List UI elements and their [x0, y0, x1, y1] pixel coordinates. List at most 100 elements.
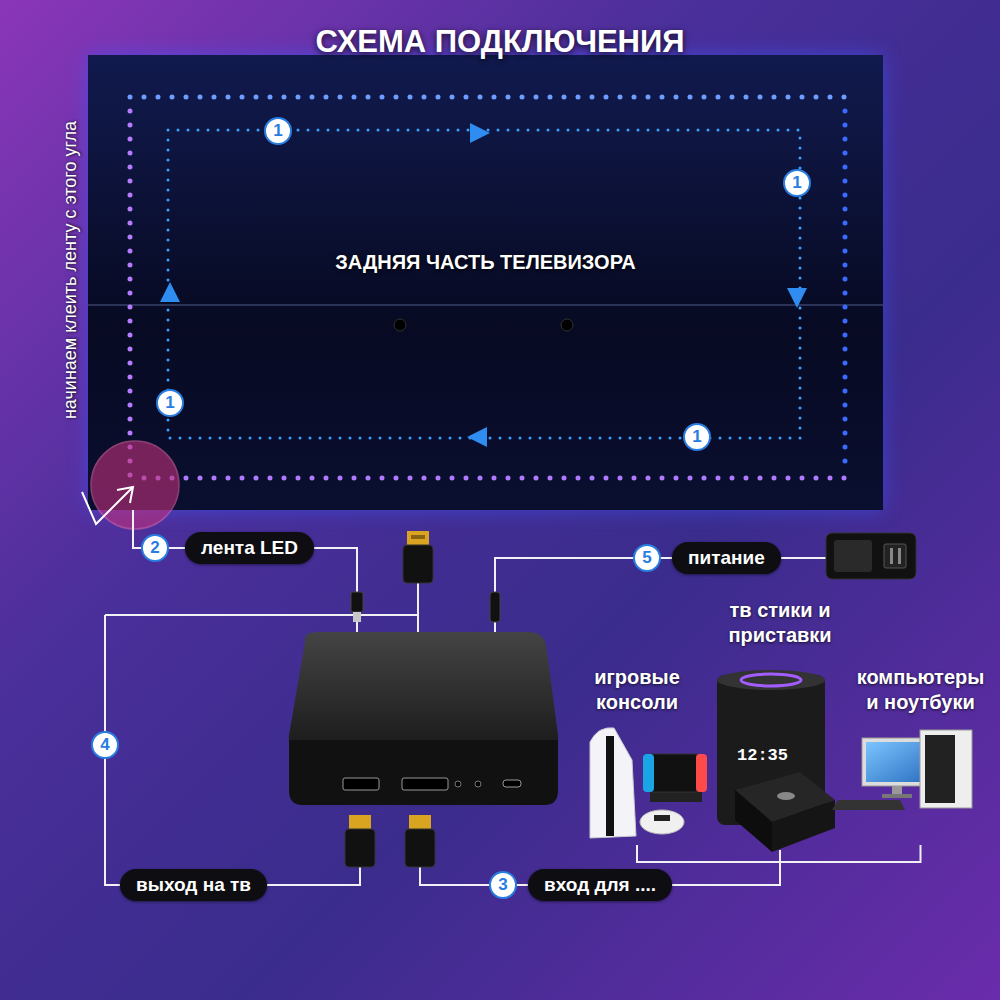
- power-adapter: [890, 548, 893, 564]
- tv-back: [561, 319, 573, 331]
- game-consoles: [654, 815, 670, 821]
- connector-plug: [349, 815, 371, 829]
- cable: [494, 622, 496, 632]
- cable: [105, 614, 418, 616]
- power-adapter: [826, 533, 916, 579]
- computer: [920, 730, 972, 808]
- computer: [925, 735, 955, 803]
- label-pill: вход для ....: [528, 869, 672, 901]
- tv-sticks: [717, 670, 835, 852]
- label-pill: питание: [672, 542, 781, 574]
- computer: [892, 786, 902, 794]
- tv-sticks: [717, 670, 825, 690]
- path-guide: [470, 123, 490, 143]
- tv-back: [88, 55, 883, 510]
- game-consoles: [643, 754, 654, 792]
- callout-number: 2: [141, 534, 169, 562]
- path-guide: [168, 130, 800, 438]
- connector-plug: [409, 815, 431, 829]
- connector-plug: [407, 531, 429, 545]
- hdmi-box: [289, 632, 559, 805]
- game-consoles: [652, 754, 697, 792]
- tv-back: [88, 55, 883, 510]
- led-strip: [126, 111, 135, 478]
- led-strip: [130, 93, 848, 102]
- connector-plug: [490, 592, 500, 622]
- device-group: компьютеры и ноутбуки: [848, 665, 993, 845]
- power-adapter: [884, 544, 906, 568]
- tv-back: [394, 319, 406, 331]
- game-consoles: [606, 736, 614, 836]
- callout-number: 1: [783, 169, 811, 197]
- callout-number: 1: [683, 423, 711, 451]
- connector-plug: [411, 535, 425, 539]
- hdmi-box: [402, 778, 448, 790]
- start-corner: [82, 441, 179, 529]
- label-pill: лента LED: [185, 532, 314, 564]
- node-text: ЗАДНЯЯ ЧАСТЬ ТЕЛЕВИЗОРА: [335, 251, 635, 274]
- connector-plug: [351, 592, 363, 612]
- path-guide: [787, 288, 807, 308]
- diagram-title: СХЕМА ПОДКЛЮЧЕНИЯ: [0, 24, 1000, 60]
- hdmi-box: [455, 781, 461, 787]
- power-adapter: [898, 548, 901, 564]
- device-group: тв стики и приставки: [710, 598, 850, 850]
- computer: [882, 794, 912, 798]
- game-consoles: [696, 754, 707, 792]
- node-text: выход на тв: [136, 874, 251, 896]
- led-strip: [843, 111, 848, 464]
- led-strip: [144, 474, 848, 483]
- game-consoles: [640, 810, 684, 834]
- cable: [495, 558, 690, 592]
- led-strip: [130, 95, 848, 100]
- hdmi-box: [289, 632, 559, 745]
- clock-display: 12:35: [737, 746, 788, 765]
- node-text: компьютеры и ноутбуки: [848, 665, 993, 715]
- connector-plug: [403, 545, 433, 583]
- hdmi-box: [503, 780, 521, 787]
- connector-plug: [345, 829, 375, 867]
- power-adapter: [826, 533, 916, 579]
- tv-back: [88, 55, 883, 510]
- led-strip: [128, 111, 133, 478]
- start-corner: [82, 488, 132, 524]
- node-text: игровые консоли: [577, 665, 697, 715]
- hdmi-box: [289, 740, 558, 805]
- callout-number: 5: [633, 544, 661, 572]
- label-pill: выход на тв: [120, 869, 267, 901]
- power-adapter: [834, 540, 872, 572]
- path-guide: [467, 427, 487, 447]
- callout-number: 1: [264, 117, 292, 145]
- path-guide: [160, 123, 807, 447]
- callout-number: 1: [156, 389, 184, 417]
- callout-number: 3: [489, 871, 517, 899]
- led-strip: [144, 476, 848, 481]
- computer: [832, 800, 905, 810]
- node-text: тв стики и приставки: [710, 598, 850, 648]
- node-text: вход для ....: [544, 874, 656, 896]
- led-strip: [130, 97, 848, 478]
- tv-sticks: [735, 790, 772, 852]
- game-consoles: [590, 728, 707, 838]
- tv-sticks: [741, 674, 801, 686]
- cable: [356, 622, 358, 632]
- tv-sticks: [772, 800, 835, 852]
- hdmi-box: [343, 778, 379, 790]
- cable: [105, 615, 200, 885]
- instruction-note: начинаем клеить ленту с этого угла: [59, 60, 81, 480]
- tv-back: [88, 304, 883, 306]
- cable: [105, 548, 828, 885]
- cable-connector: [672, 850, 780, 885]
- start-corner: [117, 487, 133, 503]
- connector-plug: [353, 612, 361, 622]
- tv-sticks: [777, 792, 795, 800]
- path-guide: [160, 282, 180, 302]
- node-text: питание: [688, 547, 765, 569]
- connector-plug: [405, 829, 435, 867]
- computer: [832, 730, 972, 810]
- device-group: игровые консоли: [577, 665, 697, 845]
- tv-panel: ЗАДНЯЯ ЧАСТЬ ТЕЛЕВИЗОРА: [88, 55, 883, 510]
- game-consoles: [590, 728, 636, 838]
